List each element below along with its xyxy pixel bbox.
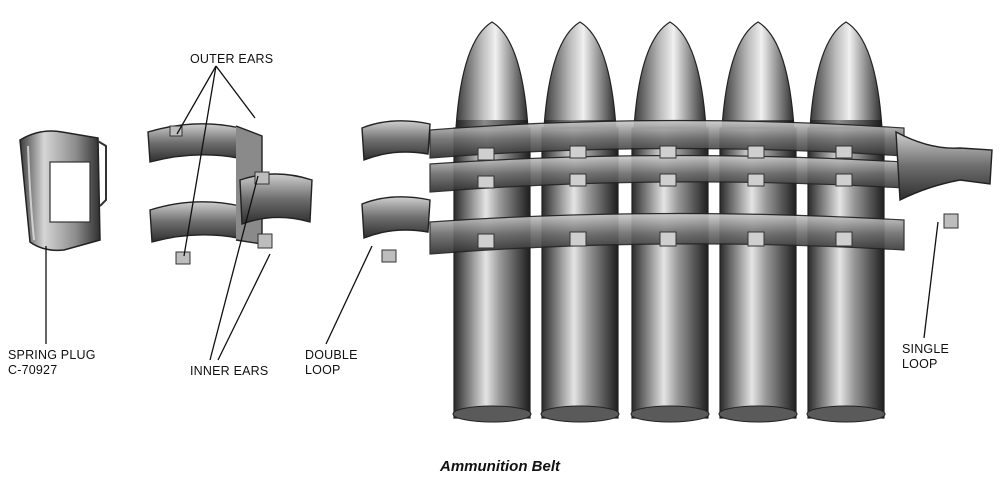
figure-caption: Ammunition Belt (440, 458, 560, 475)
label-inner-ears-text: INNER EARS (190, 364, 269, 378)
label-inner-ears: INNER EARS (190, 364, 268, 379)
label-double-loop-line1: DOUBLE (305, 348, 358, 362)
label-outer-ears-text: OUTER EARS (190, 52, 274, 66)
double-loop-link (361, 120, 431, 263)
leader-lines (45, 65, 939, 361)
label-spring-plug: SPRING PLUG C-70927 (8, 348, 96, 378)
label-single-loop: SINGLE LOOP (902, 342, 949, 372)
spring-plug-icon (19, 130, 107, 252)
label-double-loop-line2: LOOP (305, 363, 341, 377)
label-spring-plug-line2: C-70927 (8, 363, 58, 377)
belt-link-icon (147, 123, 313, 265)
label-outer-ears: OUTER EARS (190, 52, 273, 67)
label-single-loop-line1: SINGLE (902, 342, 950, 356)
single-loop-link (895, 130, 993, 229)
belt-link-bands (429, 119, 905, 255)
label-spring-plug-line1: SPRING PLUG (8, 348, 96, 362)
label-single-loop-line2: LOOP (902, 357, 938, 371)
label-double-loop: DOUBLE LOOP (305, 348, 358, 378)
